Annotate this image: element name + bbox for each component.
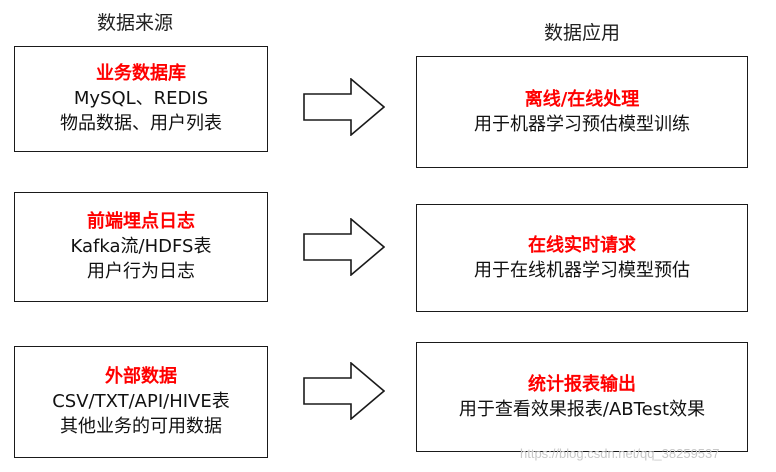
right-column-title: 数据应用 [543,22,620,44]
application-box-line: 用于机器学习预估模型训练 [474,113,690,135]
application-box-title: 离线/在线处理 [524,88,640,110]
source-box-external-data: 外部数据 CSV/TXT/API/HIVE表 其他业务的可用数据 [14,346,268,458]
application-box-realtime-request: 在线实时请求 用于在线机器学习模型预估 [416,204,748,312]
left-column-title: 数据来源 [96,12,173,34]
source-box-line: MySQL、REDIS [73,88,209,109]
right-arrow-icon [303,218,385,276]
application-box-title: 在线实时请求 [528,234,636,256]
source-box-line: Kafka流/HDFS表 [70,236,212,257]
right-arrow-icon [303,78,385,136]
application-box-line: 用于在线机器学习模型预估 [474,259,690,281]
source-box-line: 物品数据、用户列表 [60,113,222,134]
source-box-line: 用户行为日志 [87,261,195,282]
application-box-title: 统计报表输出 [528,373,636,395]
application-box-line: 用于查看效果报表/ABTest效果 [458,398,706,420]
source-box-title: 前端埋点日志 [87,211,195,232]
source-box-business-db: 业务数据库 MySQL、REDIS 物品数据、用户列表 [14,46,268,152]
application-box-offline-online: 离线/在线处理 用于机器学习预估模型训练 [416,56,748,168]
watermark: https://blog.csdn.net/qq_38259537 [520,446,720,461]
right-arrow-icon [303,362,385,420]
source-box-line: 其他业务的可用数据 [60,416,222,437]
source-box-line: CSV/TXT/API/HIVE表 [52,391,230,412]
application-box-report-output: 统计报表输出 用于查看效果报表/ABTest效果 [416,342,748,452]
source-box-frontend-logs: 前端埋点日志 Kafka流/HDFS表 用户行为日志 [14,192,268,302]
source-box-title: 业务数据库 [96,63,186,84]
source-box-title: 外部数据 [105,366,177,387]
